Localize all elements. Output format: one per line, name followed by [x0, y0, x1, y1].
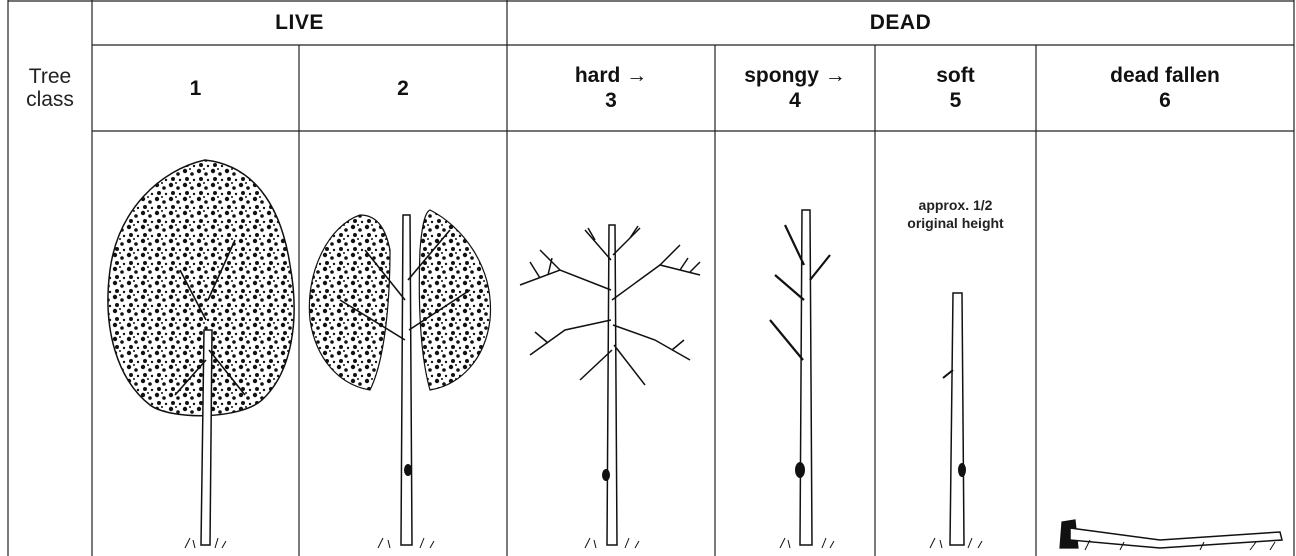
- tree-illustration-1: [108, 160, 294, 548]
- tree-illustration-6: [1060, 520, 1282, 550]
- trunk: [401, 215, 412, 545]
- foliage-left: [309, 215, 390, 390]
- trunk: [607, 225, 617, 545]
- fallen-log: [1070, 528, 1282, 548]
- tree-illustration-2: [309, 210, 490, 548]
- tree-illustration-4: [770, 210, 834, 548]
- foliage-crown: [108, 160, 294, 416]
- tree-illustration-5: [930, 293, 982, 548]
- trunk: [950, 293, 964, 545]
- tree-illustration-3: [520, 225, 700, 548]
- broken-branches: [770, 225, 830, 360]
